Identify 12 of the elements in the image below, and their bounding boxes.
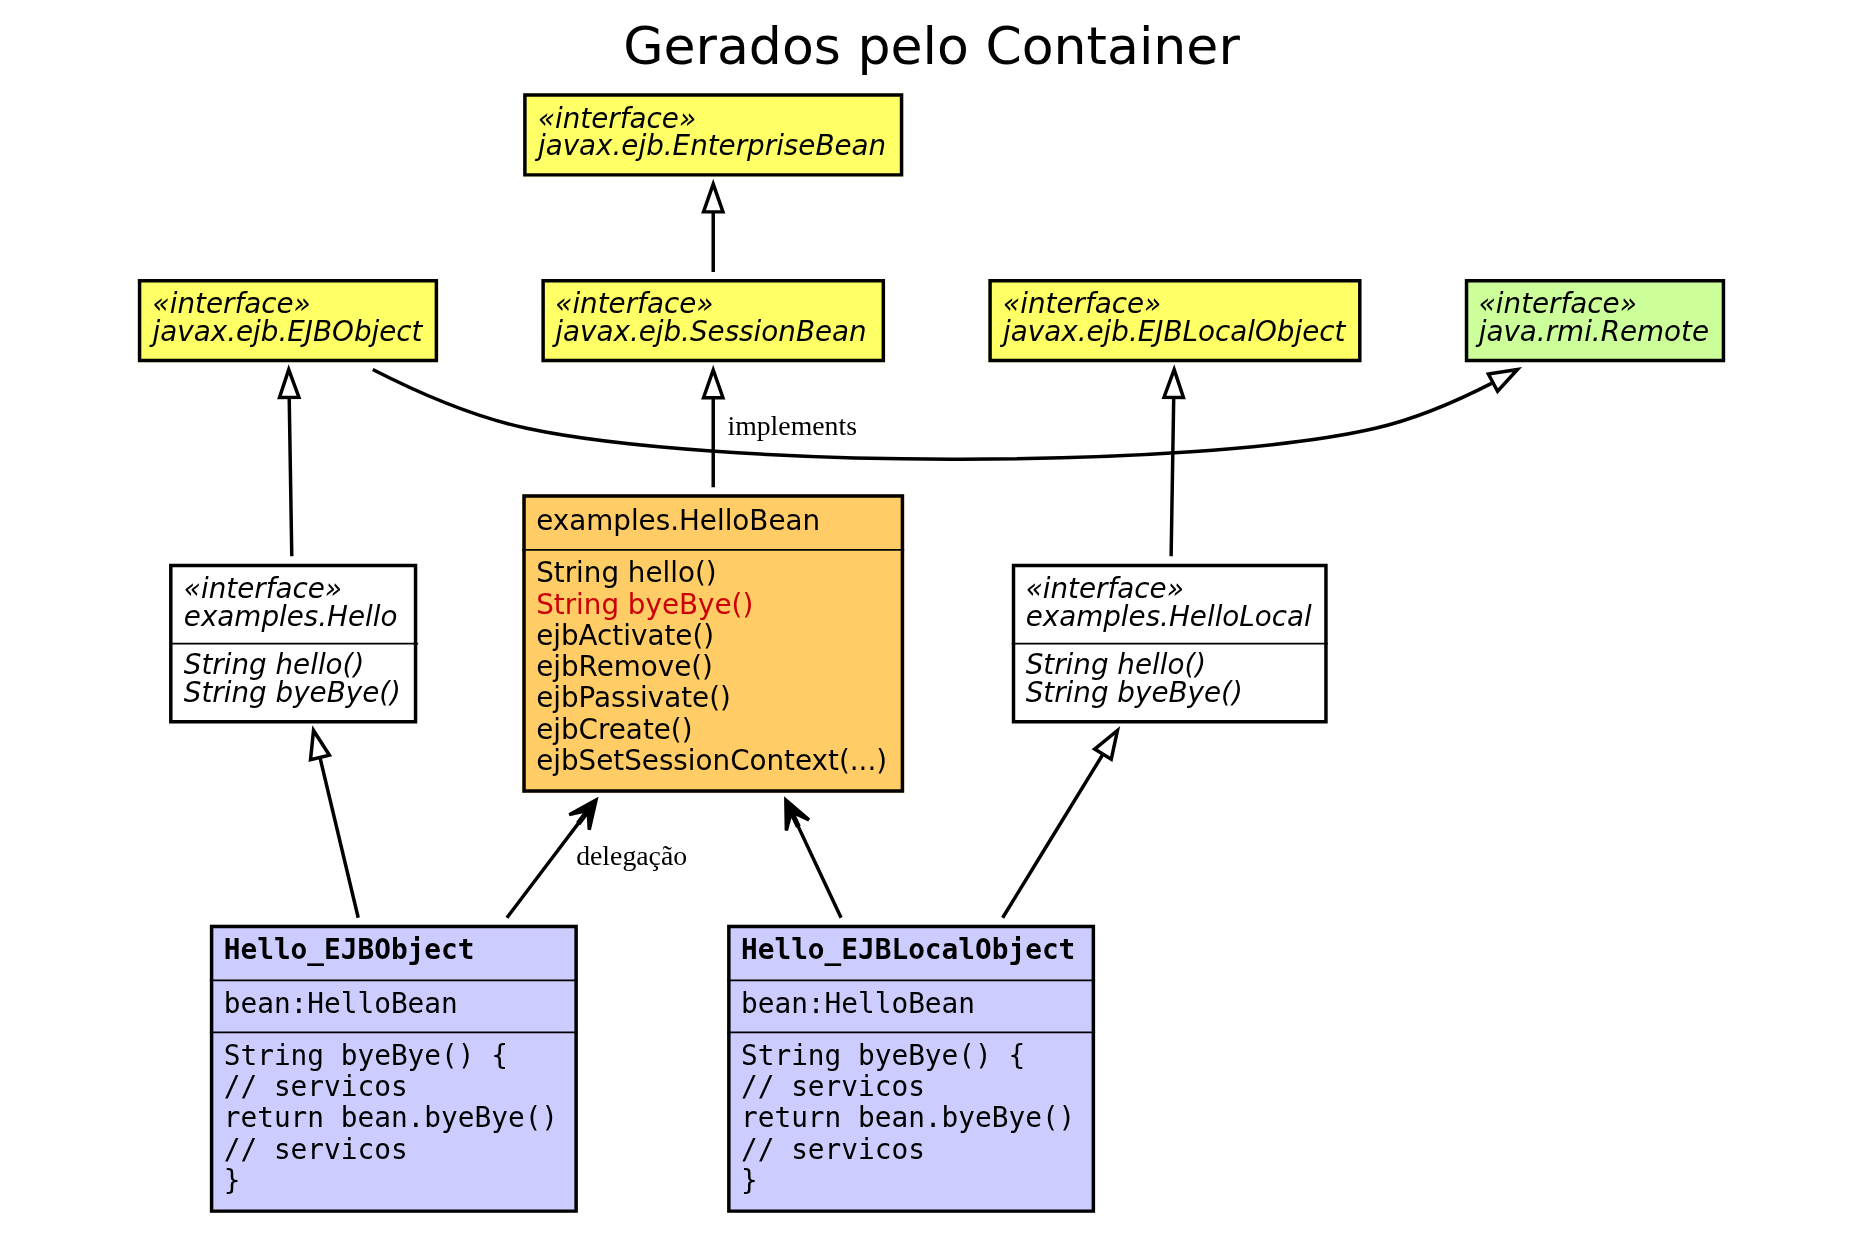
- edge-label: implements: [727, 409, 857, 441]
- arrow: [701, 364, 726, 488]
- arrow: [505, 798, 598, 919]
- arrow: [372, 367, 1523, 461]
- arrow: [1161, 364, 1186, 557]
- arrow: [784, 798, 843, 919]
- edge-label: delegação: [576, 840, 688, 872]
- arrow: [1001, 726, 1121, 919]
- arrow: [308, 725, 360, 919]
- arrow: [277, 364, 302, 557]
- diagram-title: Gerados pelo Container: [623, 15, 1240, 76]
- arrow: [701, 178, 726, 272]
